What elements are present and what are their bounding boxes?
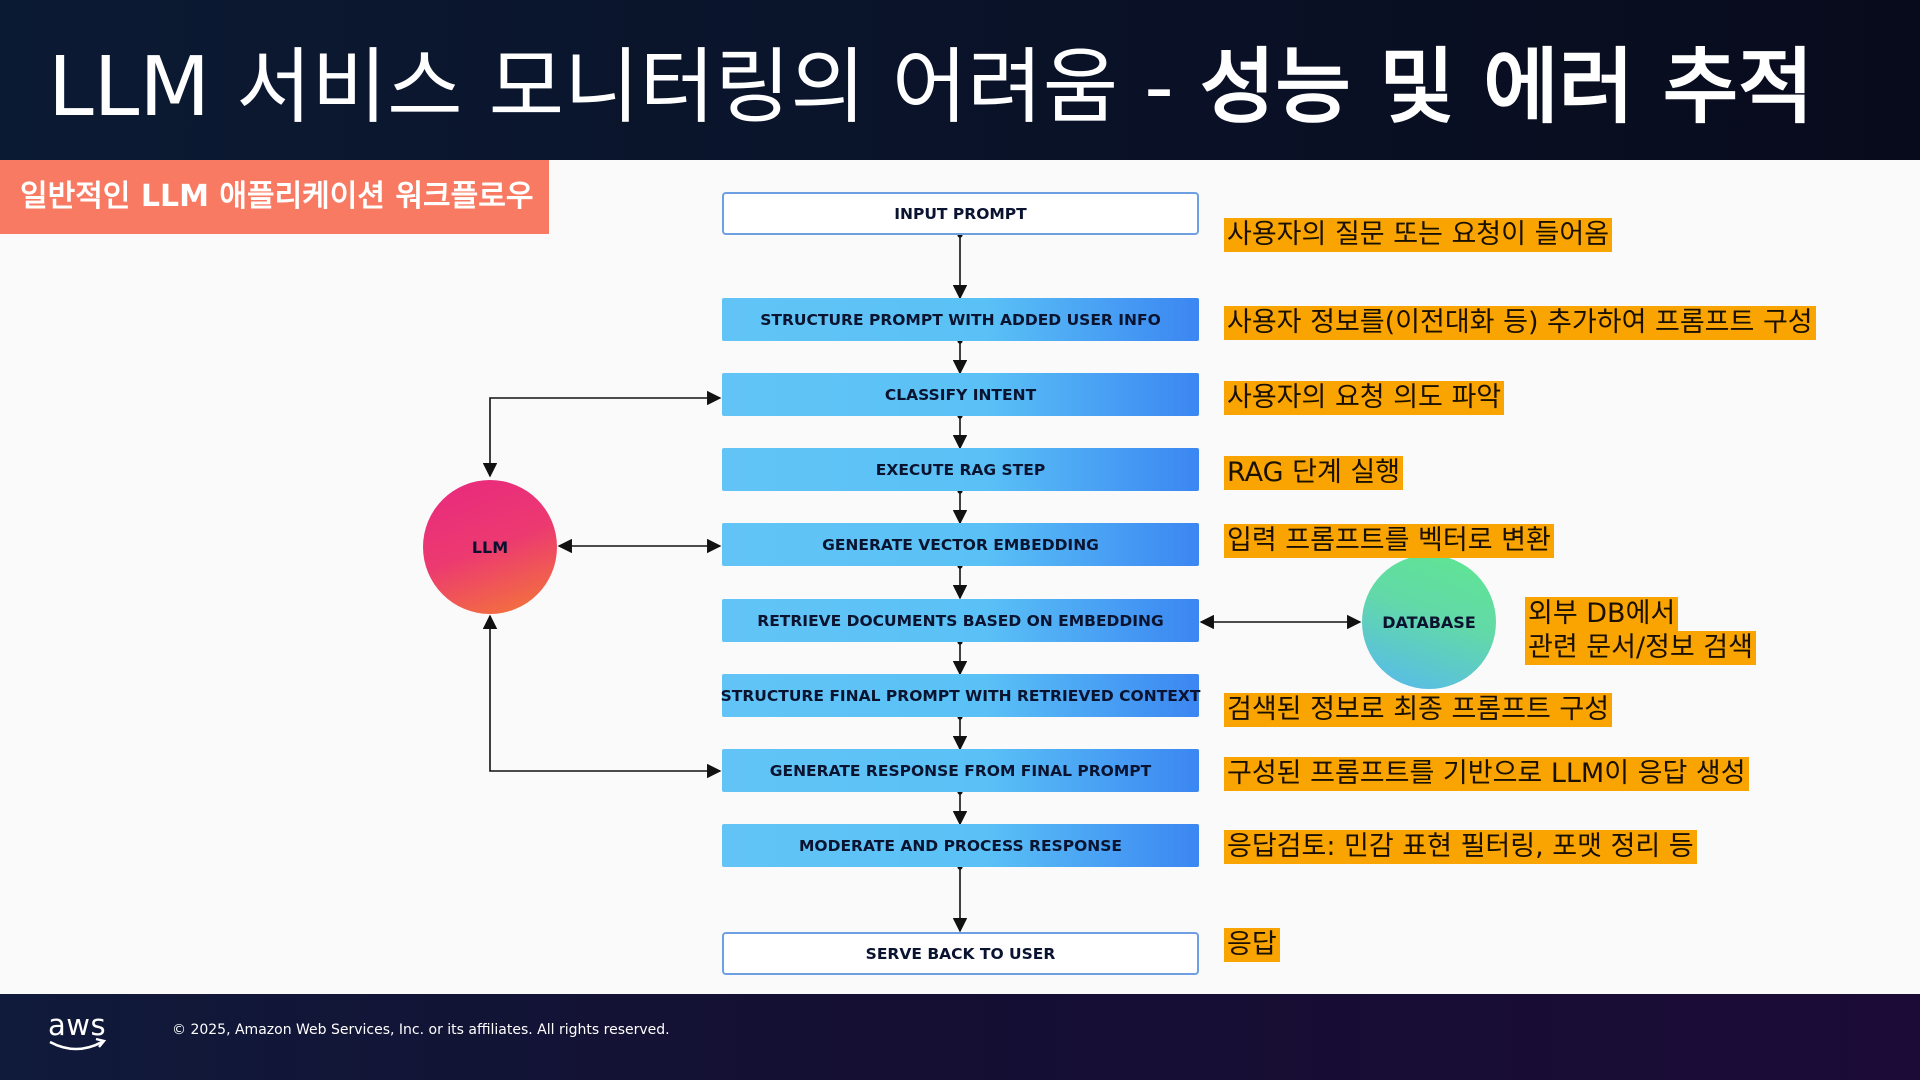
llm-to-generate-arrow (482, 614, 722, 779)
step-input-prompt: INPUT PROMPT (722, 192, 1199, 235)
annotation-classify: 사용자의 요청 의도 파악 (1224, 381, 1505, 415)
annotation-embedding: 입력 프롬프트를 벡터로 변환 (1224, 524, 1554, 558)
annotation-final-prompt: 검색된 정보로 최종 프롬프트 구성 (1224, 693, 1613, 727)
slide-title-regular: LLM 서비스 모니터링의 어려움 - (48, 40, 1200, 135)
llm-to-classify-arrow (482, 390, 722, 478)
step-retrieve-documents: RETRIEVE DOCUMENTS BASED ON EMBEDDING (722, 599, 1199, 642)
aws-smile-icon (49, 1037, 107, 1051)
annotation-database-line2: 관련 문서/정보 검색 (1525, 631, 1756, 665)
database-node: DATABASE (1362, 555, 1496, 689)
slide-title: LLM 서비스 모니터링의 어려움 - 성능 및 에러 추적 (48, 38, 1814, 138)
footer-bar (0, 994, 1920, 1080)
section-tag: 일반적인 LLM 애플리케이션 워크플로우 (0, 160, 549, 234)
llm-node: LLM (423, 480, 557, 614)
annotation-moderate: 응답검토: 민감 표현 필터링, 포맷 정리 등 (1224, 830, 1697, 864)
step-serve-back: SERVE BACK TO USER (722, 932, 1199, 975)
annotation-database-line1: 외부 DB에서 (1525, 597, 1679, 631)
step-execute-rag: EXECUTE RAG STEP (722, 448, 1199, 491)
annotation-structure: 사용자 정보를(이전대화 등) 추가하여 프롬프트 구성 (1224, 306, 1816, 340)
step-structure-final-prompt: STRUCTURE FINAL PROMPT WITH RETRIEVED CO… (721, 674, 1200, 717)
annotation-serve: 응답 (1224, 928, 1280, 962)
slide-title-bold: 성능 및 에러 추적 (1199, 40, 1814, 135)
step-generate-embedding: GENERATE VECTOR EMBEDDING (722, 523, 1199, 566)
annotation-generate: 구성된 프롬프트를 기반으로 LLM이 응답 생성 (1224, 757, 1749, 791)
step-structure-prompt: STRUCTURE PROMPT WITH ADDED USER INFO (722, 298, 1199, 341)
step-classify-intent: CLASSIFY INTENT (722, 373, 1199, 416)
annotation-input: 사용자의 질문 또는 요청이 들어옴 (1224, 218, 1613, 252)
step-moderate-response: MODERATE AND PROCESS RESPONSE (722, 824, 1199, 867)
aws-logo: aws (48, 1008, 107, 1042)
copyright-text: © 2025, Amazon Web Services, Inc. or its… (172, 1022, 670, 1038)
annotation-rag: RAG 단계 실행 (1224, 456, 1404, 490)
title-bar (0, 0, 1920, 160)
step-generate-response: GENERATE RESPONSE FROM FINAL PROMPT (722, 749, 1199, 792)
